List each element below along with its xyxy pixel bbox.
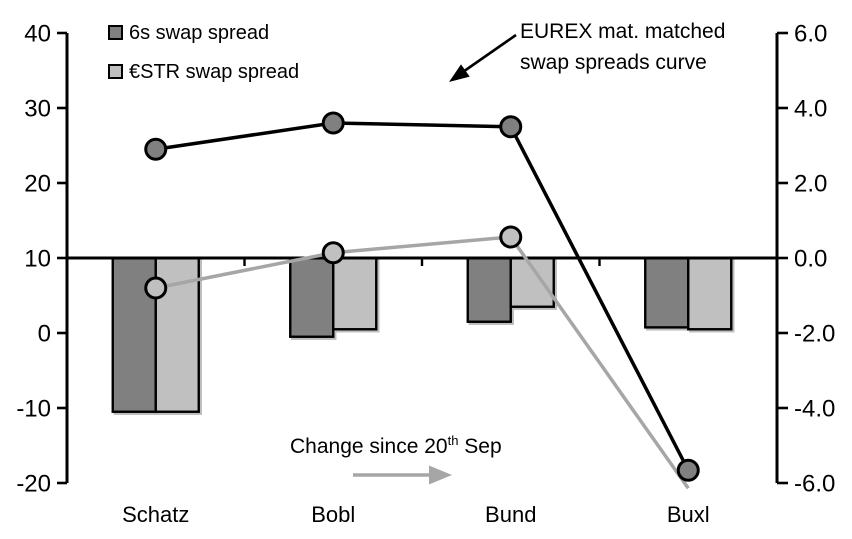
- change-label-prefix: Change since 20: [290, 435, 448, 458]
- marker-6s-curve-buxl: [676, 458, 700, 482]
- right-axis-tick-label: -2.0: [794, 320, 835, 347]
- legend-swatch-6s: [108, 25, 123, 40]
- marker-estr-curve-bobl: [321, 241, 345, 265]
- right-axis-tick-label: -6.0: [794, 470, 835, 497]
- marker-6s-curve-bobl: [321, 111, 345, 135]
- left-axis-tick-label: 0: [38, 320, 51, 347]
- x-axis-label-bobl: Bobl: [311, 502, 355, 527]
- left-axis-tick-label: 40: [24, 20, 51, 47]
- left-axis-tick-label: 30: [24, 95, 51, 122]
- change-annotation-arrow: [353, 465, 452, 485]
- bar-6s-change-buxl: [644, 256, 690, 329]
- marker-estr-curve-schatz: [144, 276, 168, 300]
- x-axis-label-buxl: Buxl: [667, 502, 710, 527]
- left-axis-tick-label: -20: [16, 470, 51, 497]
- curve-annotation-label: EUREX mat. matched swap spreads curve: [520, 20, 726, 74]
- bar-estr-change-buxl: [687, 256, 733, 331]
- change-label-suffix: Sep: [458, 435, 502, 458]
- legend-item-estr: €STR swap spread: [108, 52, 299, 91]
- marker-6s-curve-schatz: [144, 137, 168, 161]
- curve-annotation-arrow: [449, 33, 517, 82]
- marker-6s-curve-bund: [499, 115, 523, 139]
- right-axis-tick-label: 2.0: [794, 170, 827, 197]
- left-axis-tick-label: 20: [24, 170, 51, 197]
- change-label-ordinal: th: [447, 433, 459, 448]
- x-axis-label-bund: Bund: [485, 502, 536, 527]
- right-axis-tick-label: 6.0: [794, 20, 827, 47]
- right-axis-tick-label: 0.0: [794, 245, 827, 272]
- line-estr-curve: [144, 225, 690, 490]
- bar-6s-change-bund: [466, 256, 512, 323]
- bars-group: [111, 256, 733, 413]
- left-axis-tick-label: -10: [16, 395, 51, 422]
- change-annotation-label: Change since 20th Sep: [290, 433, 502, 459]
- right-axis-tick-label: -4.0: [794, 395, 835, 422]
- legend-swatch-estr: [108, 64, 123, 79]
- legend-item-6s: 6s swap spread: [108, 13, 299, 52]
- bar-estr-change-bobl: [332, 256, 378, 331]
- line-6s-curve: [144, 111, 700, 482]
- legend: 6s swap spread €STR swap spread: [108, 13, 299, 91]
- right-axis: 6.0 4.0 2.0 0.0 -2.0 -4.0 -6.0: [775, 20, 835, 497]
- right-axis-tick-label: 4.0: [794, 95, 827, 122]
- marker-estr-curve-bund: [499, 225, 523, 249]
- bar-6s-change-bobl: [289, 256, 335, 338]
- legend-label-6s: 6s swap spread: [129, 21, 270, 44]
- x-axis-label-schatz: Schatz: [122, 502, 189, 527]
- left-axis-tick-label: 10: [24, 245, 51, 272]
- legend-label-estr: €STR swap spread: [129, 60, 300, 83]
- left-axis: 40 30 20 10 0 -10 -20: [16, 20, 69, 497]
